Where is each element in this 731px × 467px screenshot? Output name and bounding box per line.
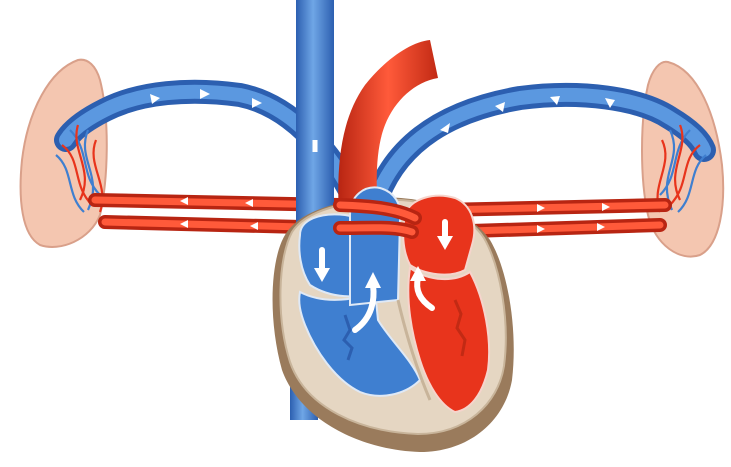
diagram-canvas [0, 0, 731, 467]
circulation-diagram [0, 0, 731, 467]
